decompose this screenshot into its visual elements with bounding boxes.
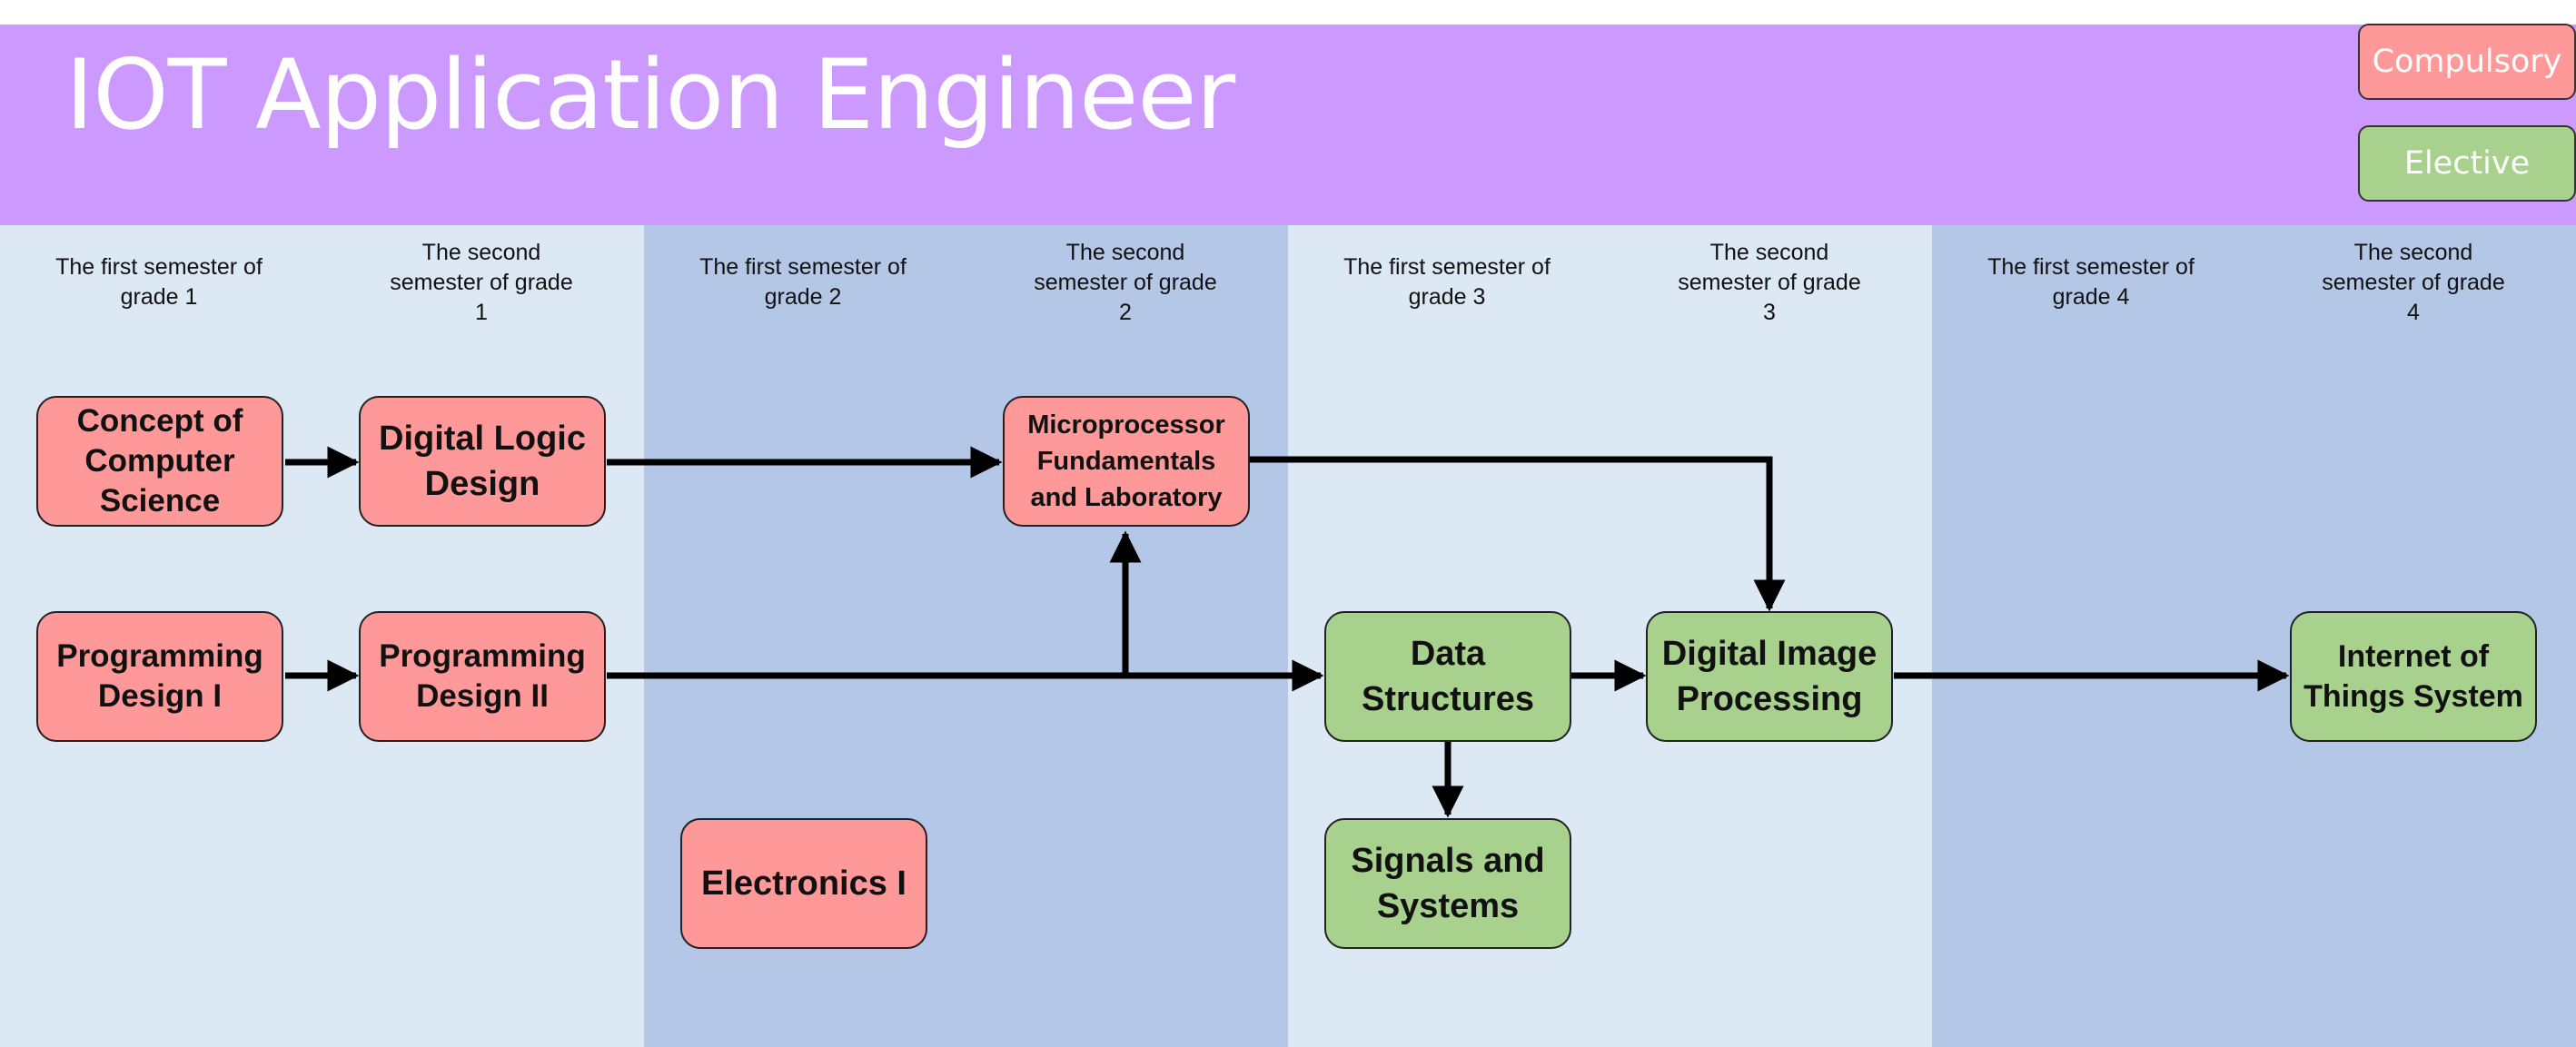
page-title: IOT Application Engineer: [65, 39, 1235, 151]
course-programming-design-1: Programming Design I: [36, 611, 283, 742]
course-data-structures: Data Structures: [1324, 611, 1571, 742]
semester-label-7: The first semester of grade 4: [1987, 254, 2195, 310]
course-microprocessor: Microprocessor Fundamentals and Laborato…: [1003, 396, 1250, 527]
course-digital-logic-design: Digital Logic Design: [359, 396, 606, 527]
semester-label-1: The first semester of grade 1: [55, 254, 263, 310]
course-electronics-1: Electronics I: [680, 818, 927, 949]
semester-label-8: The second semester of grade 4: [2322, 240, 2505, 325]
legend-elective: Elective: [2358, 125, 2576, 202]
legend-compulsory: Compulsory: [2358, 24, 2576, 100]
semester-label-6: The second semester of grade 3: [1678, 240, 1861, 325]
course-concept-of-computer-science: Concept of Computer Science: [36, 396, 283, 527]
arrow-micro-to-image: [1249, 456, 1786, 612]
header-banner: [0, 25, 2576, 225]
course-signals-and-systems: Signals and Systems: [1324, 818, 1571, 949]
course-programming-design-2: Programming Design II: [359, 611, 606, 742]
semester-label-4: The second semester of grade 2: [1034, 240, 1217, 325]
course-digital-image-processing: Digital Image Processing: [1646, 611, 1893, 742]
semester-label-5: The first semester of grade 3: [1343, 254, 1551, 310]
semester-label-2: The second semester of grade 1: [390, 240, 573, 325]
course-internet-of-things-system: Internet of Things System: [2290, 611, 2537, 742]
semester-label-3: The first semester of grade 2: [699, 254, 907, 310]
